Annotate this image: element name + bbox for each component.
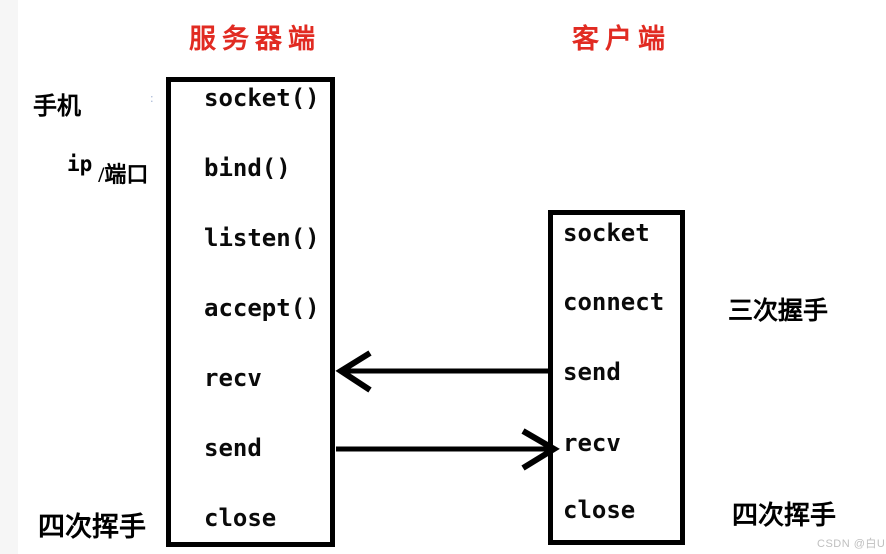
server-step-listen: listen() bbox=[204, 224, 320, 252]
client-step-recv: recv bbox=[563, 429, 621, 457]
server-side-title: 服务器端 bbox=[189, 24, 321, 54]
server-box: socket() bind() listen() accept() recv s… bbox=[166, 77, 335, 547]
csdn-watermark: CSDN @白U bbox=[817, 538, 886, 550]
phone-label: 手机 bbox=[33, 94, 81, 120]
client-step-send: send bbox=[563, 358, 621, 386]
arrow-client-send-to-server-recv bbox=[335, 350, 548, 393]
left-margin-strip bbox=[0, 0, 18, 554]
client-box: socket connect send recv close bbox=[548, 210, 685, 545]
server-step-socket: socket() bbox=[204, 84, 320, 112]
ip-port-label: ip /端口 bbox=[67, 152, 148, 189]
client-step-socket: socket bbox=[563, 219, 650, 247]
arrow-server-send-to-client-recv bbox=[336, 428, 560, 471]
four-way-wave-left-label: 四次挥手 bbox=[38, 512, 146, 542]
server-step-send: send bbox=[204, 434, 262, 462]
port-label: /端口 bbox=[98, 162, 149, 187]
server-step-bind: bind() bbox=[204, 154, 291, 182]
ip-label: ip bbox=[67, 152, 93, 176]
client-side-title: 客户端 bbox=[572, 24, 671, 54]
three-way-handshake-label: 三次握手 bbox=[728, 298, 829, 325]
server-step-recv: recv bbox=[204, 364, 262, 392]
faint-colon-artifact: : bbox=[150, 90, 154, 105]
left-arrowhead-icon bbox=[335, 350, 372, 393]
server-step-close: close bbox=[204, 504, 277, 532]
client-step-close: close bbox=[563, 496, 636, 524]
client-step-connect: connect bbox=[563, 288, 665, 316]
server-step-accept: accept() bbox=[204, 294, 320, 322]
four-way-wave-right-label: 四次挥手 bbox=[732, 501, 837, 530]
